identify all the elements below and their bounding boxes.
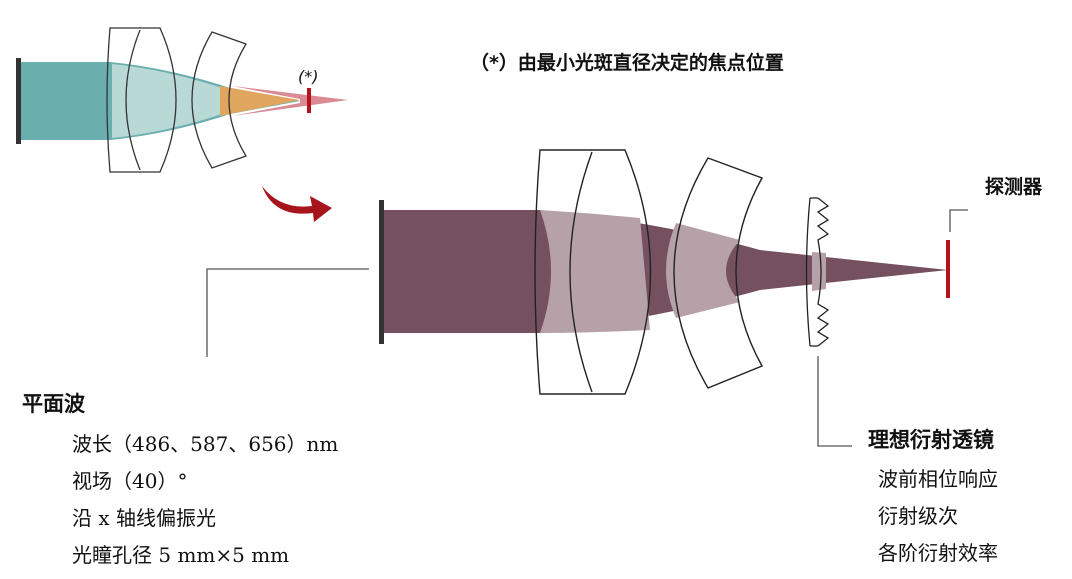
small-lens-1: [106, 27, 177, 173]
small-focus-orange: [220, 86, 300, 116]
detector-label: 探测器: [985, 176, 1043, 198]
main-beam-lens2-section: [666, 223, 740, 318]
small-lens-system: (*): [16, 27, 348, 173]
diffractive-lens-sawtooth: [816, 197, 830, 347]
small-focus-pink: [232, 86, 348, 116]
diffractive-lens-order: 衍射级次: [878, 504, 958, 528]
plane-wave-aperture: 光瞳孔径 5 mm×5 mm: [72, 543, 290, 567]
focus-marker-label: (*): [298, 67, 318, 86]
diffractive-lens-phase: 波前相位响应: [878, 467, 998, 491]
focus-position-note: （*）由最小光斑直径决定的焦点位置: [470, 52, 784, 74]
main-source-plate: [379, 200, 384, 344]
small-beam-inner: [112, 64, 250, 138]
small-source-plate: [16, 58, 21, 144]
diffractive-lens-leader: [817, 356, 852, 447]
leader-lines: [206, 209, 968, 447]
plane-wave-leader: [206, 268, 369, 357]
diffractive-lens-title: 理想衍射透镜: [868, 427, 994, 452]
diffractive-lens: [805, 197, 830, 347]
small-lens-1-inner: [125, 29, 141, 171]
diffractive-lens-flat-side: [805, 197, 811, 347]
small-focus-mark: [307, 88, 311, 113]
main-beam-lens1-section: [540, 210, 650, 333]
arrow-body: [262, 186, 332, 222]
plane-wave-polarization: 沿 x 轴线偏振光: [72, 506, 216, 530]
plane-wave-field: 视场（40）°: [72, 469, 188, 493]
main-lens-1: [534, 149, 652, 395]
main-lens-2: [673, 157, 764, 389]
transition-arrow: [262, 186, 332, 222]
detector-leader: [949, 209, 968, 232]
main-beam-dl-section: [812, 252, 826, 291]
main-beam: [382, 210, 948, 333]
main-detector: [946, 240, 950, 298]
main-lens-system: [379, 149, 950, 395]
diffractive-lens-efficiency: 各阶衍射效率: [878, 541, 998, 565]
small-lens-2: [191, 31, 247, 169]
plane-wave-title: 平面波: [22, 391, 85, 416]
main-lens-1-inner: [569, 151, 593, 393]
plane-wave-wavelength: 波长（486、587、656）nm: [72, 432, 339, 456]
